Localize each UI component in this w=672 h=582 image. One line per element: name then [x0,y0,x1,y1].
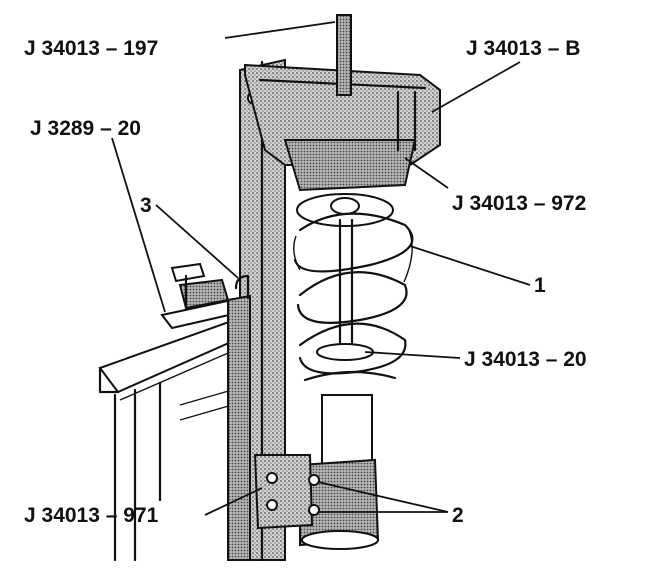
label-spring-adapter: J 34013 – 20 [464,348,587,371]
label-spring-compressor-rod: J 34013 – 197 [24,37,158,60]
label-callout-1: 1 [534,274,546,297]
leader-lines [111,21,531,516]
compressor-top-cup [244,63,441,192]
label-base-adapter: J 34013 – 971 [24,504,159,527]
vise-tool [160,262,244,330]
label-vise-tool: J 3289 – 20 [30,117,141,140]
strut-top-mount [296,193,394,227]
label-compressor-top-cup: J 34013 – B [466,37,580,60]
workbench [98,316,241,562]
compressor-rod [336,14,352,96]
label-top-adapter: J 34013 – 972 [452,192,586,215]
label-callout-2: 2 [452,504,464,527]
compressor-column [227,58,286,562]
label-callout-3: 3 [140,194,152,217]
base-adapter [253,454,320,530]
